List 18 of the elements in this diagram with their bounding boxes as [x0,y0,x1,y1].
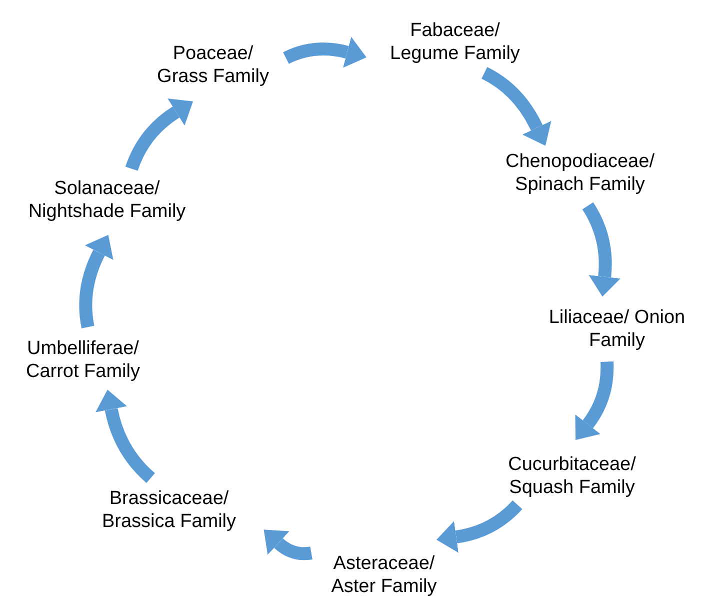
curved-arrow [96,390,156,483]
curved-arrow [436,500,522,553]
family-label: Cucurbitaceae/ Squash Family [507,453,637,499]
curved-arrow [481,67,552,146]
family-label: Chenopodiaceae/ Spinach Family [504,150,656,196]
family-label: Asteraceae/ Aster Family [330,552,438,598]
family-label: Solanaceae/ Nightshade Family [27,177,187,223]
family-label: Fabaceae/ Legume Family [389,19,521,65]
family-label: Umbelliferae/ Carrot Family [24,337,141,383]
curved-arrow [283,36,367,68]
family-label: Brassicaceae/ Brassica Family [100,487,238,533]
curved-arrow [125,98,193,171]
curved-arrow [582,202,621,297]
family-label: Liliaceae/ Onion Family [548,306,686,352]
curved-arrow [574,362,614,440]
family-label: Poaceae/ Grass Family [156,42,270,88]
curved-arrow [263,530,312,560]
curved-arrow [79,234,114,328]
